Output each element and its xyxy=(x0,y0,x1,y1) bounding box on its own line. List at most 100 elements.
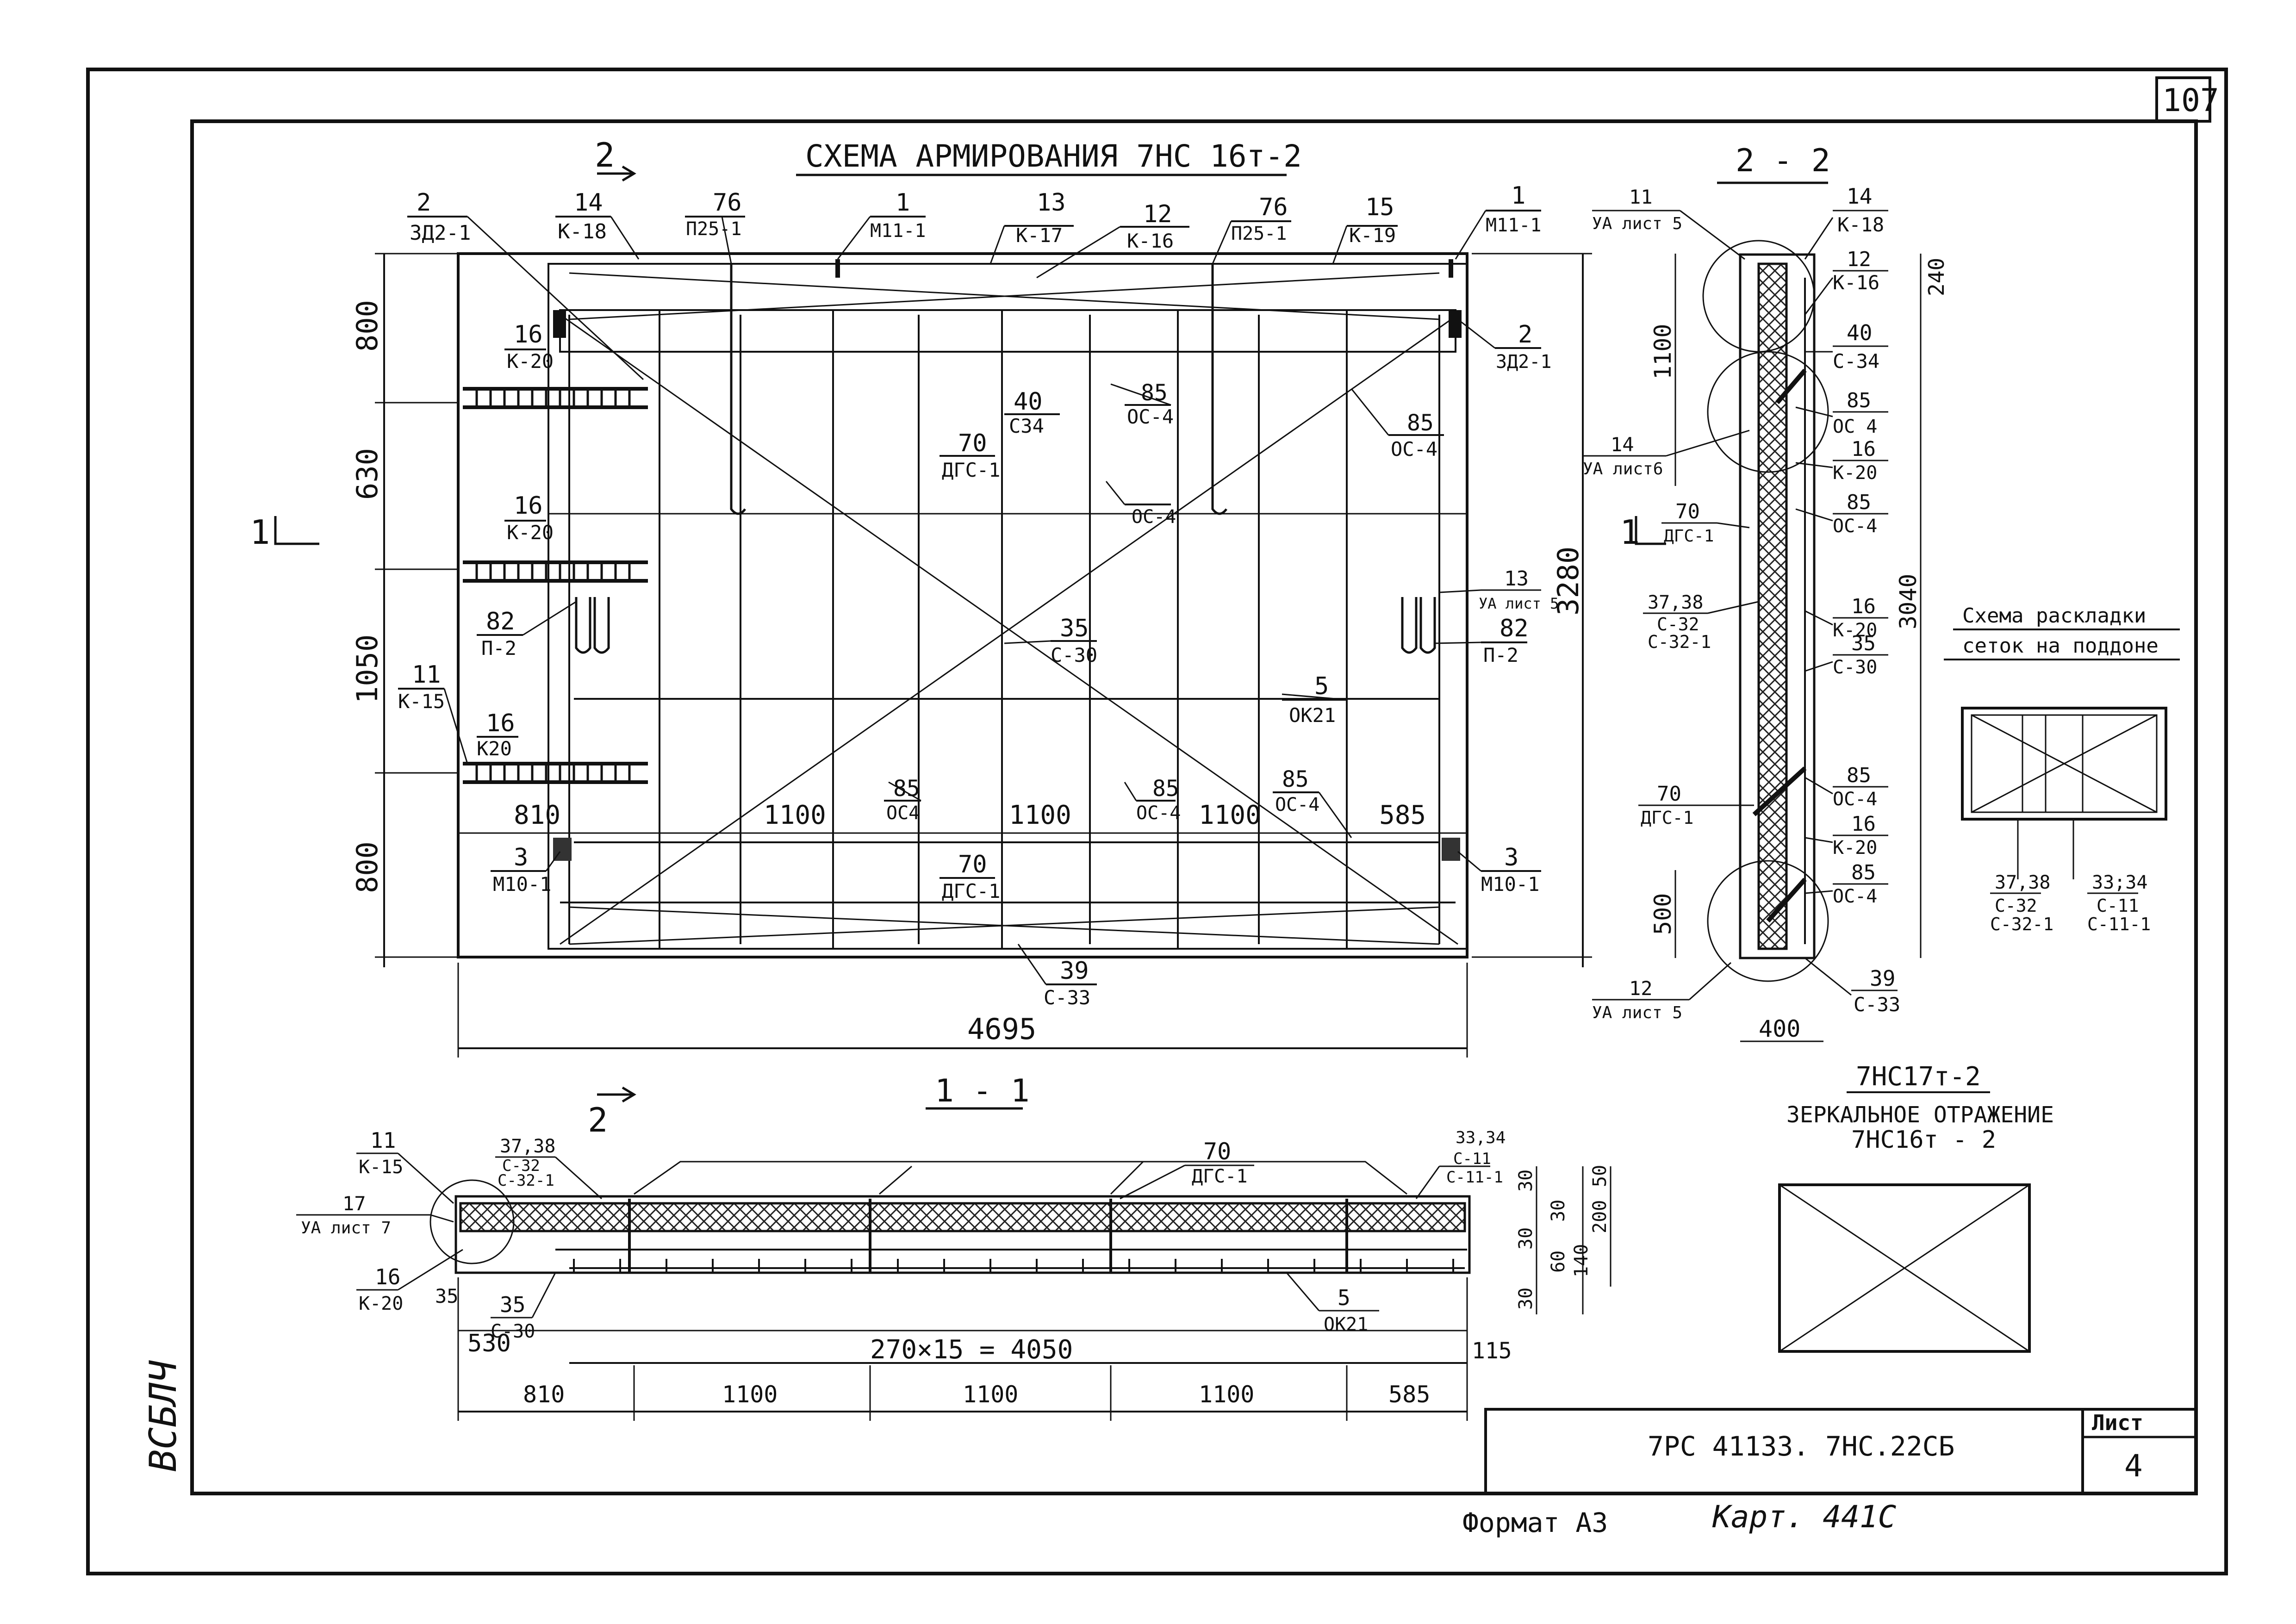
svg-text:К-15: К-15 xyxy=(398,690,445,713)
svg-text:1: 1 xyxy=(896,189,910,217)
s11-dim-bottom-2: 1100 xyxy=(722,1381,778,1408)
comb-cage-3 xyxy=(463,762,648,784)
svg-text:17: 17 xyxy=(342,1192,366,1215)
plan-dim-total: 4695 xyxy=(967,1012,1036,1046)
svg-text:ОС-4: ОС-4 xyxy=(1136,803,1181,824)
s11-dim-bottom-5: 585 xyxy=(1388,1381,1430,1408)
section-2-2-insulation xyxy=(1757,262,1788,950)
svg-text:70: 70 xyxy=(958,851,987,878)
plan-dimensions: 800 630 1050 800 3280 810 1100 1100 1100… xyxy=(350,253,1592,1058)
page-number: 107 xyxy=(2162,82,2219,119)
sheet-label: Лист xyxy=(2092,1410,2143,1435)
s11-dim-35: 35 xyxy=(435,1285,459,1307)
plan-dim-left-2: 630 xyxy=(350,448,384,500)
svg-text:К-18: К-18 xyxy=(1837,213,1884,236)
svg-text:35: 35 xyxy=(1851,632,1876,655)
svg-text:ОС 4: ОС 4 xyxy=(1833,416,1877,437)
svg-text:40: 40 xyxy=(1847,320,1872,345)
svg-text:70: 70 xyxy=(1657,782,1681,806)
svg-text:85: 85 xyxy=(1851,861,1876,884)
layout-left-m1: С-32 xyxy=(1995,896,2037,916)
svg-text:13: 13 xyxy=(1037,189,1066,217)
svg-text:П25-1: П25-1 xyxy=(1231,223,1287,244)
svg-text:ОС-4: ОС-4 xyxy=(1833,886,1877,907)
plan-dim-inner-1: 810 xyxy=(514,800,560,830)
svg-text:М10-1: М10-1 xyxy=(1481,873,1539,896)
svg-text:С-32: С-32 xyxy=(1657,614,1699,635)
plan-top-rail xyxy=(559,309,1456,353)
svg-text:11: 11 xyxy=(412,661,441,689)
svg-text:С-33: С-33 xyxy=(1854,993,1900,1016)
s22-dim-500: 500 xyxy=(1649,893,1676,935)
svg-text:ЗД2-1: ЗД2-1 xyxy=(410,221,471,245)
svg-text:85: 85 xyxy=(1282,766,1309,792)
svg-text:М11-1: М11-1 xyxy=(870,220,926,242)
svg-text:К-20: К-20 xyxy=(507,521,554,544)
svg-text:ОС-4: ОС-4 xyxy=(1127,405,1174,428)
svg-text:К20: К20 xyxy=(477,737,512,760)
svg-text:К-20: К-20 xyxy=(359,1293,403,1314)
svg-text:К-15: К-15 xyxy=(359,1157,403,1178)
s22-dim-3040: 3040 xyxy=(1895,574,1922,629)
layout-scheme-title-1: Схема раскладки xyxy=(1962,604,2146,628)
svg-text:40: 40 xyxy=(1014,388,1043,416)
svg-text:1: 1 xyxy=(1511,182,1525,210)
svg-text:76: 76 xyxy=(1259,193,1288,221)
section-2-2: 2 - 2 240 1100 3040 500 400 xyxy=(1649,143,1949,1042)
svg-text:3: 3 xyxy=(514,844,528,871)
svg-text:39: 39 xyxy=(1060,957,1089,985)
outer-frame xyxy=(86,68,2228,1575)
comb-cage-1 xyxy=(463,387,648,409)
kart-label: Карт. 441С xyxy=(1712,1499,1897,1535)
plan-dim-inner-3: 1100 xyxy=(1009,800,1071,830)
section-arrow-1-right xyxy=(1635,516,1666,545)
svg-text:14: 14 xyxy=(574,189,603,217)
svg-text:5: 5 xyxy=(1338,1285,1350,1310)
svg-text:С-34: С-34 xyxy=(1833,350,1879,373)
plan-dim-inner-5: 585 xyxy=(1379,800,1426,830)
mirror-line-1: ЗЕРКАЛЬНОЕ ОТРАЖЕНИЕ xyxy=(1786,1102,2054,1128)
svg-text:ДГС-1: ДГС-1 xyxy=(942,459,1000,481)
svg-text:ОК21: ОК21 xyxy=(1289,704,1336,727)
s11-dim-30c: 30 xyxy=(1515,1227,1537,1250)
layout-right-num: 33;34 xyxy=(2092,872,2147,893)
plan-dim-inner-2: 1100 xyxy=(764,800,826,830)
s11-dim-50: 50 xyxy=(1589,1165,1611,1187)
layout-right-m1: С-11 xyxy=(2097,896,2139,916)
s11-dim-530: 530 xyxy=(467,1330,511,1357)
svg-text:2: 2 xyxy=(1518,321,1532,348)
svg-text:К-20: К-20 xyxy=(1833,620,1877,641)
svg-text:К-17: К-17 xyxy=(1016,224,1063,247)
s22-dim-240: 240 xyxy=(1924,258,1949,296)
svg-text:11: 11 xyxy=(1629,186,1653,208)
svg-text:М11-1: М11-1 xyxy=(1486,215,1541,236)
svg-text:УА лист 5: УА лист 5 xyxy=(1592,214,1682,233)
margin-signature: ВСБЛЧ xyxy=(142,1360,185,1472)
svg-text:85: 85 xyxy=(1847,491,1871,514)
plan-dim-left-1: 800 xyxy=(350,300,384,352)
svg-text:УА лист6: УА лист6 xyxy=(1583,460,1663,479)
s22-dim-400: 400 xyxy=(1759,1015,1800,1042)
svg-text:М10-1: М10-1 xyxy=(493,873,551,896)
svg-text:УА лист 5: УА лист 5 xyxy=(1592,1003,1682,1022)
svg-text:16: 16 xyxy=(514,321,543,348)
svg-text:82: 82 xyxy=(1500,615,1529,642)
layout-right-m2: С-11-1 xyxy=(2087,914,2151,934)
svg-text:К-20: К-20 xyxy=(1833,837,1877,859)
plan-dim-inner-4: 1100 xyxy=(1199,800,1261,830)
mirror-line-2: 7НС16т - 2 xyxy=(1851,1126,1996,1154)
svg-text:35: 35 xyxy=(1060,615,1089,642)
svg-text:С-11: С-11 xyxy=(1453,1150,1491,1168)
svg-text:70: 70 xyxy=(1675,500,1700,523)
plan-view xyxy=(457,252,1468,958)
svg-text:С-32-1: С-32-1 xyxy=(498,1171,554,1190)
svg-text:70: 70 xyxy=(958,429,987,457)
svg-text:К-20: К-20 xyxy=(507,350,554,373)
svg-text:П25-1: П25-1 xyxy=(686,218,741,240)
svg-text:3: 3 xyxy=(1504,844,1518,871)
svg-text:ОС-4: ОС-4 xyxy=(1275,794,1319,815)
svg-text:К-16: К-16 xyxy=(1127,230,1174,252)
svg-text:ОС-4: ОС-4 xyxy=(1132,506,1176,528)
svg-text:5: 5 xyxy=(1314,672,1329,700)
